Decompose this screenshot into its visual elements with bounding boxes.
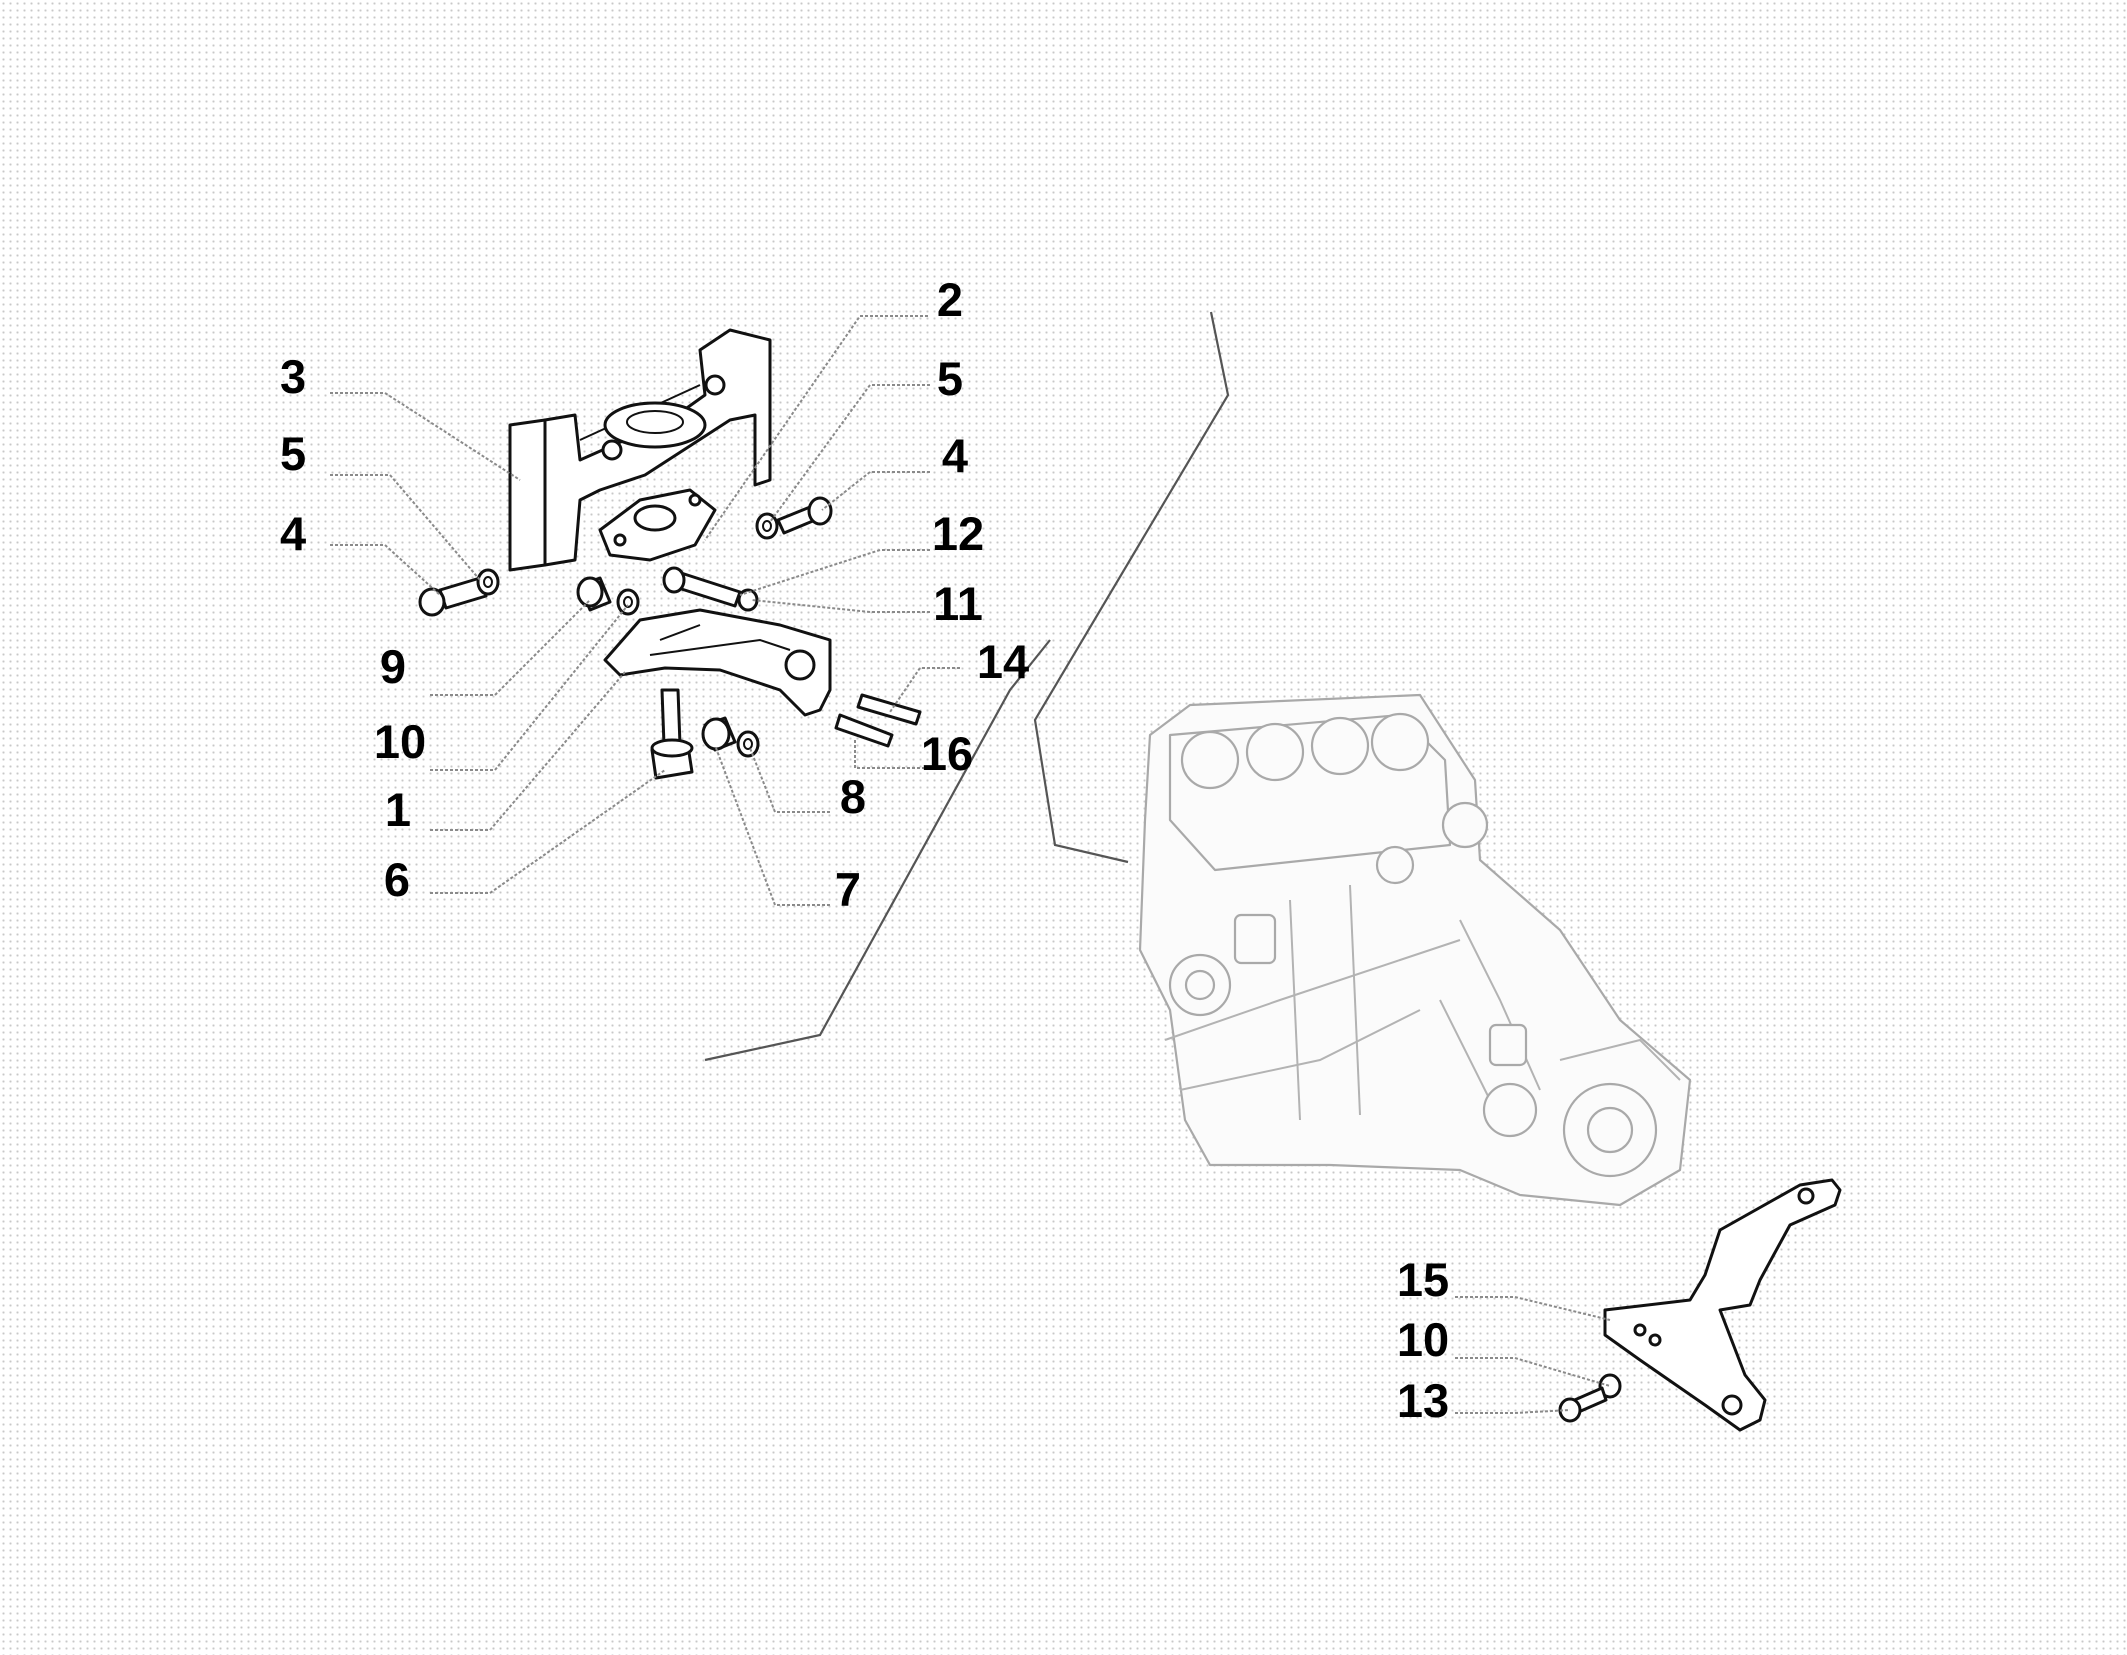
washer-10 [616, 588, 640, 616]
bushing-9 [576, 576, 612, 612]
engine-valve-cover [1168, 712, 1489, 885]
fastener-bolt-12 [662, 566, 742, 608]
gearbox-housing [1482, 1023, 1681, 1178]
washer-10-lower [1598, 1373, 1622, 1399]
callout-4-right: 4 [942, 429, 968, 482]
callout-1: 1 [385, 783, 411, 836]
callout-16: 16 [921, 727, 973, 780]
callout-5-left: 5 [280, 427, 306, 480]
callout-leaders [330, 315, 1611, 1414]
callout-6: 6 [384, 853, 410, 906]
callout-4-left: 4 [280, 507, 306, 560]
part-upper-bracket [508, 328, 772, 572]
engine-gearbox-illustration [1138, 693, 1692, 1207]
fastener-washer-11 [737, 588, 759, 612]
callout-15: 15 [1397, 1253, 1449, 1306]
callout-10-lower: 10 [1397, 1313, 1449, 1366]
fastener-washer-5-right [755, 512, 779, 540]
engine-block-detail [1164, 884, 1541, 1121]
stud-14 [856, 693, 922, 726]
fastener-bolt-4-right [776, 496, 833, 535]
callout-5-right: 5 [937, 352, 963, 405]
callout-2: 2 [937, 273, 963, 326]
fastener-bolt-4-left [418, 576, 488, 617]
fastener-washer-5-left [476, 568, 500, 596]
callout-3: 3 [280, 350, 306, 403]
callout-9: 9 [380, 640, 406, 693]
callout-7: 7 [835, 863, 861, 916]
bushing-7 [701, 716, 737, 752]
callout-10-upper: 10 [374, 715, 426, 768]
part-mounting-plate [598, 488, 717, 562]
callout-8: 8 [840, 770, 866, 823]
washer-8 [736, 730, 760, 758]
part-lower-support [603, 608, 832, 717]
callout-14: 14 [977, 635, 1029, 688]
callout-12: 12 [932, 507, 984, 560]
part-bracket-15 [1603, 1178, 1842, 1432]
bolt-13 [1558, 1386, 1608, 1423]
connector-sweep-lines [704, 311, 1230, 1062]
callout-11: 11 [933, 577, 983, 630]
callout-labels: 3 2 5 4 5 4 12 11 14 9 10 16 8 1 6 7 15 … [280, 273, 1449, 1427]
stud-16 [834, 713, 894, 748]
bolt-6 [650, 688, 694, 780]
callout-13: 13 [1397, 1374, 1449, 1427]
